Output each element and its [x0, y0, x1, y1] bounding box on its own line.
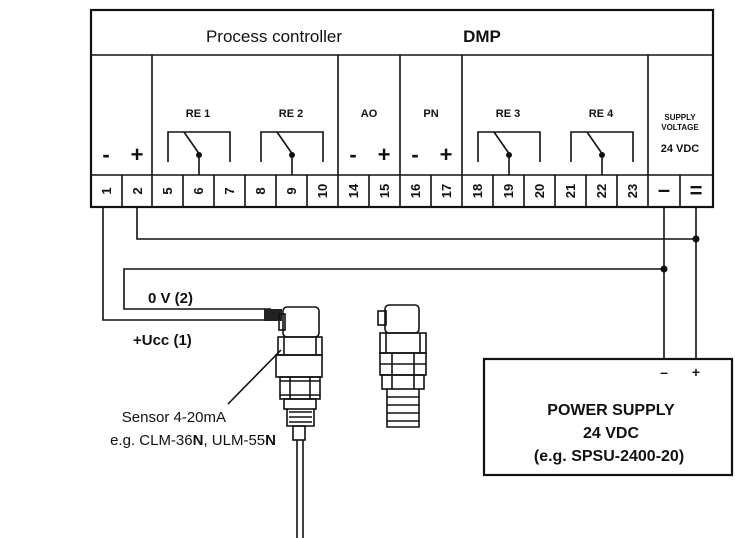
terminal-dividers	[121, 175, 681, 207]
power-supply-plus: +	[692, 364, 700, 380]
power-supply-title: POWER SUPPLY	[547, 402, 675, 419]
power-supply-minus: –	[660, 364, 668, 380]
sign-ao-plus: +	[378, 142, 391, 167]
terminal-23: 23	[625, 184, 640, 198]
terminal-2: 2	[130, 187, 145, 194]
terminal-21: 21	[563, 184, 578, 198]
sensor-connected	[275, 306, 323, 538]
ucc-label: +Ucc (1)	[133, 332, 192, 349]
terminal-20: 20	[532, 184, 547, 198]
terminal-supply-plus: =	[690, 178, 703, 203]
terminal-10: 10	[315, 184, 330, 198]
power-supply-box	[482, 357, 734, 477]
relay-symbol-re2	[260, 131, 324, 175]
zero-v-label: 0 V (2)	[148, 290, 193, 307]
sign-pn-plus: +	[440, 142, 453, 167]
group-label-re3: RE 3	[496, 108, 520, 120]
voltage-label: VOLTAGE	[661, 123, 699, 132]
junction-dot-zero	[660, 265, 668, 273]
group-label-re1: RE 1	[186, 108, 210, 120]
power-supply-voltage: 24 VDC	[583, 425, 639, 442]
wires	[102, 207, 697, 359]
sign-plus-2: +	[131, 142, 144, 167]
terminal-7: 7	[222, 187, 237, 194]
controller-box	[89, 8, 715, 209]
terminal-8: 8	[253, 187, 268, 194]
controller-model: DMP	[463, 27, 501, 46]
terminal-19: 19	[501, 184, 516, 198]
terminal-17: 17	[439, 184, 454, 198]
relay-symbol-re4	[570, 131, 634, 175]
junction-dot-plus	[692, 235, 700, 243]
sensor-label-line1: Sensor 4-20mA	[122, 409, 226, 426]
group-dividers	[151, 55, 649, 207]
terminal-numbers: 1 2 5 6 7 8 9 10 14 15 16 17 18 19 20 21…	[99, 177, 702, 203]
controller-title: Process controller	[206, 27, 342, 46]
terminal-16: 16	[408, 184, 423, 198]
power-supply-example: (e.g. SPSU-2400-20)	[534, 448, 684, 465]
terminal-1: 1	[99, 187, 114, 194]
sign-pn-minus: -	[411, 142, 418, 167]
group-label-re2: RE 2	[279, 108, 303, 120]
relay-symbol-re3	[477, 131, 541, 175]
terminal-22: 22	[594, 184, 609, 198]
sensor-leader-line	[227, 349, 282, 405]
sign-ao-minus: -	[349, 142, 356, 167]
terminal-supply-minus: –	[658, 177, 670, 202]
sensor-label-line2: e.g. CLM-36N, ULM-55N	[110, 432, 276, 449]
sensor-standalone	[377, 304, 427, 428]
terminal-18: 18	[470, 184, 485, 198]
group-label-pn: PN	[423, 108, 438, 120]
sign-minus-1: -	[102, 142, 109, 167]
group-label-ao: AO	[361, 108, 378, 120]
terminal-5: 5	[160, 187, 175, 194]
terminal-6: 6	[191, 187, 206, 194]
terminal-14: 14	[346, 183, 361, 198]
supply-label: SUPPLY	[664, 113, 696, 122]
supply-vdc-label: 24 VDC	[661, 143, 700, 155]
cable-end	[264, 309, 282, 321]
relay-symbol-re1	[167, 131, 231, 175]
terminal-9: 9	[284, 187, 299, 194]
group-label-re4: RE 4	[589, 108, 614, 120]
terminal-15: 15	[377, 184, 392, 198]
